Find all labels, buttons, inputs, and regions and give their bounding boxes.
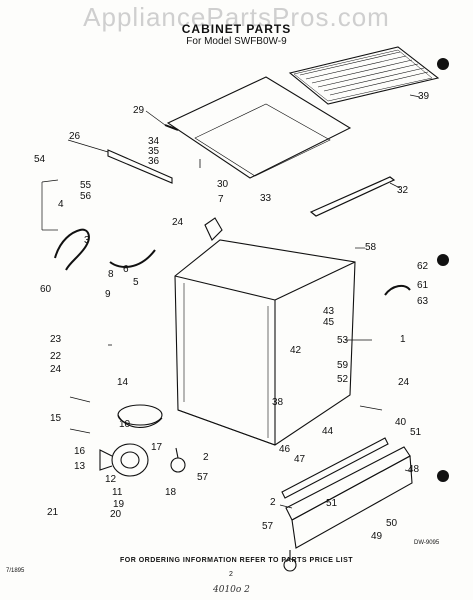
cabinet-body-1 <box>174 239 356 446</box>
page-title: CABINET PARTS <box>181 22 292 36</box>
callout-49: 49 <box>371 531 383 542</box>
callout-7: 7 <box>218 194 224 205</box>
callout-14: 14 <box>117 377 129 388</box>
cabinet-top-panel <box>166 76 352 179</box>
page-number: 2 <box>229 571 233 578</box>
callout-48: 48 <box>408 464 420 475</box>
callout-8: 8 <box>108 269 114 280</box>
callout-32: 32 <box>397 185 409 196</box>
callout-53: 53 <box>337 335 349 346</box>
callout-30: 30 <box>217 179 229 190</box>
callout-33: 33 <box>260 193 272 204</box>
callout-39: 39 <box>418 91 430 102</box>
callout-12: 12 <box>105 474 117 485</box>
hinge-61 <box>384 284 411 296</box>
registration-dot-2 <box>437 254 449 266</box>
callout-40: 40 <box>395 417 407 428</box>
callout-57: 57 <box>197 472 209 483</box>
callout-63: 63 <box>417 296 429 307</box>
callout-5: 5 <box>133 277 139 288</box>
callout-43: 43 <box>323 306 335 317</box>
callout-13: 13 <box>74 461 86 472</box>
callout-24: 24 <box>398 377 410 388</box>
callout-50: 50 <box>386 518 398 529</box>
clip-7 <box>204 217 223 241</box>
bracket-26 <box>107 149 173 184</box>
callout-11: 11 <box>112 487 123 498</box>
callout-38: 38 <box>272 397 284 408</box>
leader-lines <box>41 94 421 509</box>
callout-35: 35 <box>148 146 160 157</box>
motor-assembly-12 <box>99 404 163 477</box>
callout-4: 4 <box>58 199 64 210</box>
filter-screen-39 <box>288 46 440 105</box>
ordering-note: FOR ORDERING INFORMATION REFER TO PARTS … <box>119 557 354 564</box>
fasteners <box>69 159 383 434</box>
callout-57: 57 <box>262 521 274 532</box>
front-panel-48 <box>285 446 413 549</box>
callout-47: 47 <box>294 454 306 465</box>
callout-20: 20 <box>110 509 122 520</box>
callout-61: 61 <box>417 280 429 291</box>
callout-55: 55 <box>80 180 92 191</box>
callout-46: 46 <box>279 444 291 455</box>
callout-60: 60 <box>40 284 52 295</box>
hose-3 <box>54 228 90 271</box>
callout-45: 45 <box>323 317 335 328</box>
callout-51: 51 <box>410 427 422 438</box>
callout-51: 51 <box>326 498 338 509</box>
date-code: 7/1895 <box>6 568 25 574</box>
callout-29: 29 <box>133 105 145 116</box>
callout-15: 15 <box>50 413 62 424</box>
callout-44: 44 <box>322 426 334 437</box>
callout-3: 3 <box>84 235 90 246</box>
hose-5 <box>109 249 156 268</box>
callout-26: 26 <box>69 131 81 142</box>
callout-58: 58 <box>365 242 377 253</box>
hinge-strip-29 <box>164 124 179 131</box>
callout-42: 42 <box>290 345 302 356</box>
callout-36: 36 <box>148 156 160 167</box>
callout-21: 21 <box>47 507 59 518</box>
callout-19: 19 <box>113 499 125 510</box>
callout-56: 56 <box>80 191 92 202</box>
callout-10: 10 <box>119 419 131 430</box>
registration-dot-3 <box>437 470 449 482</box>
model-subtitle: For Model SWFB0W-9 <box>186 36 287 47</box>
caster-57-lower <box>283 550 297 572</box>
callout-24: 24 <box>50 364 62 375</box>
callout-17: 17 <box>151 442 163 453</box>
drawing-code: DW-9095 <box>414 540 440 546</box>
callout-2: 2 <box>270 497 276 508</box>
callout-9: 9 <box>105 289 111 300</box>
callout-22: 22 <box>50 351 62 362</box>
callout-23: 23 <box>50 334 62 345</box>
callout-62: 62 <box>417 261 429 272</box>
watermark-text: AppliancePartsPros.com <box>83 2 390 32</box>
callout-18: 18 <box>165 487 177 498</box>
callout-54: 54 <box>34 154 46 165</box>
callout-1: 1 <box>400 334 406 345</box>
callout-52: 52 <box>337 374 349 385</box>
callout-6: 6 <box>123 264 129 275</box>
handwritten-note: 4010o 2 <box>213 585 250 595</box>
callout-2: 2 <box>203 452 209 463</box>
callout-16: 16 <box>74 446 86 457</box>
callout-59: 59 <box>337 360 349 371</box>
trim-strip-32 <box>309 176 396 217</box>
callout-24: 24 <box>172 217 184 228</box>
callout-34: 34 <box>148 136 160 147</box>
registration-dot-1 <box>437 58 449 70</box>
caster-57-upper <box>170 447 186 473</box>
lower-rail <box>281 437 389 499</box>
